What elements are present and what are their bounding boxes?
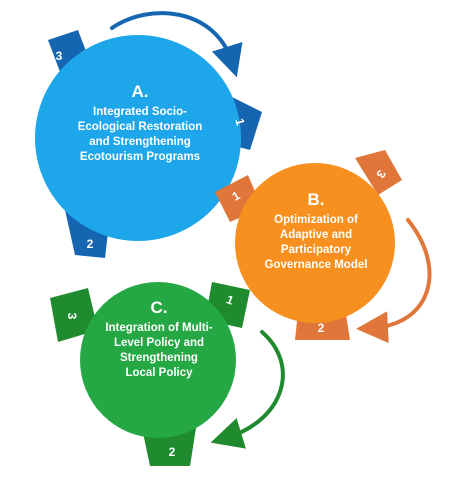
node-b-label: B. Optimization of Adaptive and Particip…: [262, 190, 370, 273]
node-b-description: Optimization of Adaptive and Participato…: [264, 214, 368, 271]
arrow-a-to-b: [110, 11, 243, 78]
node-b: 1 3 2: [215, 150, 402, 340]
arrow-b-to-c: [356, 218, 432, 344]
node-c-tab-2-label: 2: [169, 445, 176, 459]
node-c-tab-1-label: 1: [224, 292, 235, 308]
node-a-letter: A.: [131, 82, 149, 101]
node-a-description: Integrated Socio-Ecological Restoration …: [77, 106, 203, 163]
node-c-label: C. Integration of Multi-Level Policy and…: [105, 298, 213, 381]
node-a-tab-2-label: 2: [87, 237, 94, 251]
node-b-letter: B.: [307, 190, 325, 209]
node-c-description: Integration of Multi-Level Policy and St…: [105, 322, 213, 379]
node-c-tab-3: [50, 288, 98, 342]
node-a-label: A. Integrated Socio-Ecological Restorati…: [70, 82, 210, 165]
node-b-tab-2-label: 2: [318, 321, 325, 335]
node-a: 3 1 2: [35, 30, 262, 258]
node-c-letter: C.: [150, 298, 168, 317]
arrow-c-to-a: [210, 330, 285, 449]
node-a-circle: [35, 35, 241, 241]
node-a-tab-3-label: 3: [56, 49, 63, 63]
node-c-circle: [80, 282, 236, 438]
node-b-tab-3: [355, 150, 402, 195]
node-b-circle: [235, 163, 395, 323]
node-c: 3 1 2: [50, 282, 250, 466]
node-c-tab-3-label: 3: [65, 313, 79, 320]
node-a-tab-1-label: 1: [232, 117, 247, 127]
